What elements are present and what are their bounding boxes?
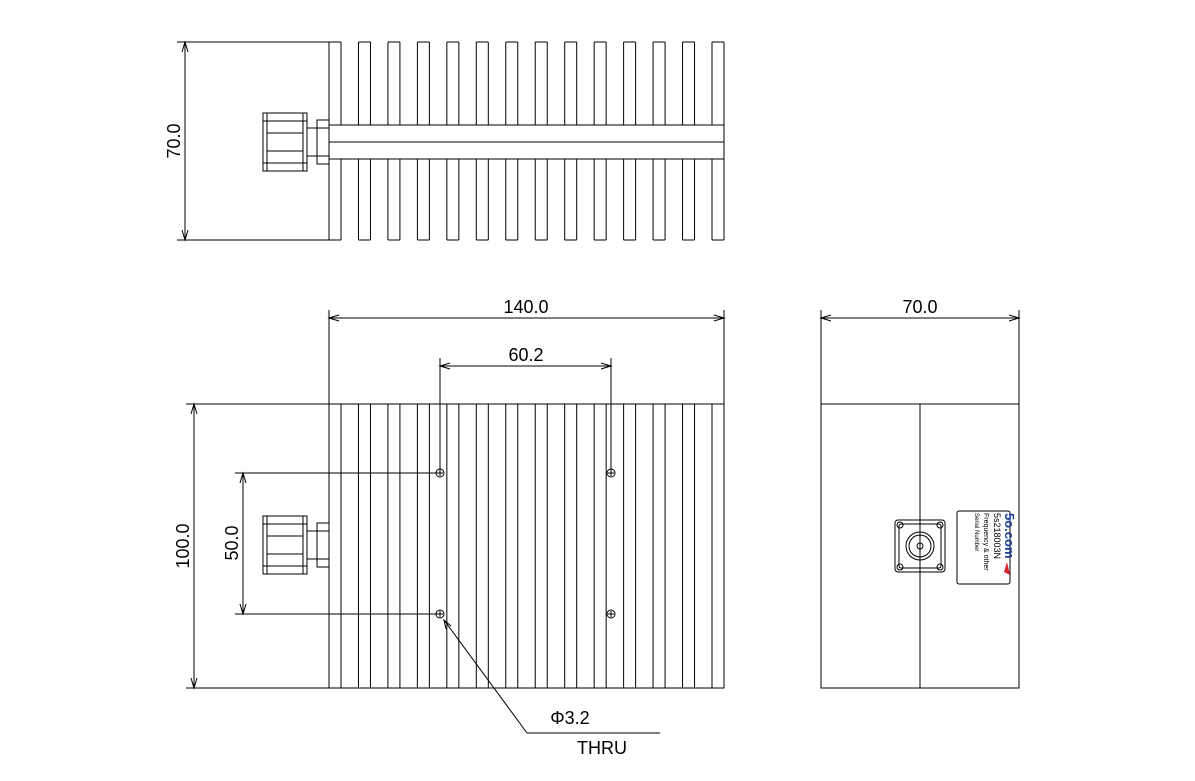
hole-diameter-label: Φ3.2 [550,708,589,728]
hole-spacing-y-label: 50.0 [222,525,242,560]
dimension-side-width: 70.0 [819,297,1021,404]
serial-number-text: Serial Number [973,513,979,551]
part-number-text: 5s218003N [992,513,1002,559]
connector-flange-square [894,519,946,573]
top-height-label: 70.0 [164,123,184,158]
overall-length-label: 140.0 [503,297,548,317]
brand-accent-mark [1004,562,1010,575]
side-width-label: 70.0 [902,297,937,317]
mounting-holes [435,468,616,619]
hole-callout: Φ3.2 THRU [443,618,660,758]
overall-width-label: 100.0 [173,523,193,568]
dimension-overall-width: 100.0 [173,402,329,690]
dimension-hole-spacing-x: 60.2 [438,345,613,473]
brand-logo-text: 5o.com [1002,513,1017,559]
connector-center-pin [916,542,924,550]
front-view: 140.0 60.2 100.0 50.0 [173,297,726,758]
dimension-top-height: 70.0 [164,40,329,242]
front-view-fin-lines [340,404,713,688]
arrow-head [181,229,189,242]
hole-type-label: THRU [577,738,627,758]
connector-outer-ring [905,531,935,561]
arrow-head [181,40,189,53]
top-view-connector [262,112,330,172]
connector-flange [316,119,330,165]
dimension-overall-length: 140.0 [327,297,726,404]
connector-nut [262,515,308,575]
connector-nut [262,112,308,172]
connector-flange [316,522,330,568]
top-view: 70.0 [164,40,725,242]
label-plate-frame [956,510,1011,585]
mounting-hole [606,609,616,619]
dimension-hole-spacing-y: 50.0 [222,471,440,616]
side-view: 70.0 5o.com 5s218003N Frequency & other … [819,297,1021,689]
front-view-connector [262,515,330,575]
connector-face [894,519,946,573]
frequency-text: Frequency & other [982,513,989,571]
hole-spacing-x-label: 60.2 [508,345,543,365]
connector-collar [306,530,318,560]
connector-collar [306,127,318,157]
label-plate: 5o.com 5s218003N Frequency & other Seria… [956,510,1017,585]
top-view-fins [328,41,725,241]
